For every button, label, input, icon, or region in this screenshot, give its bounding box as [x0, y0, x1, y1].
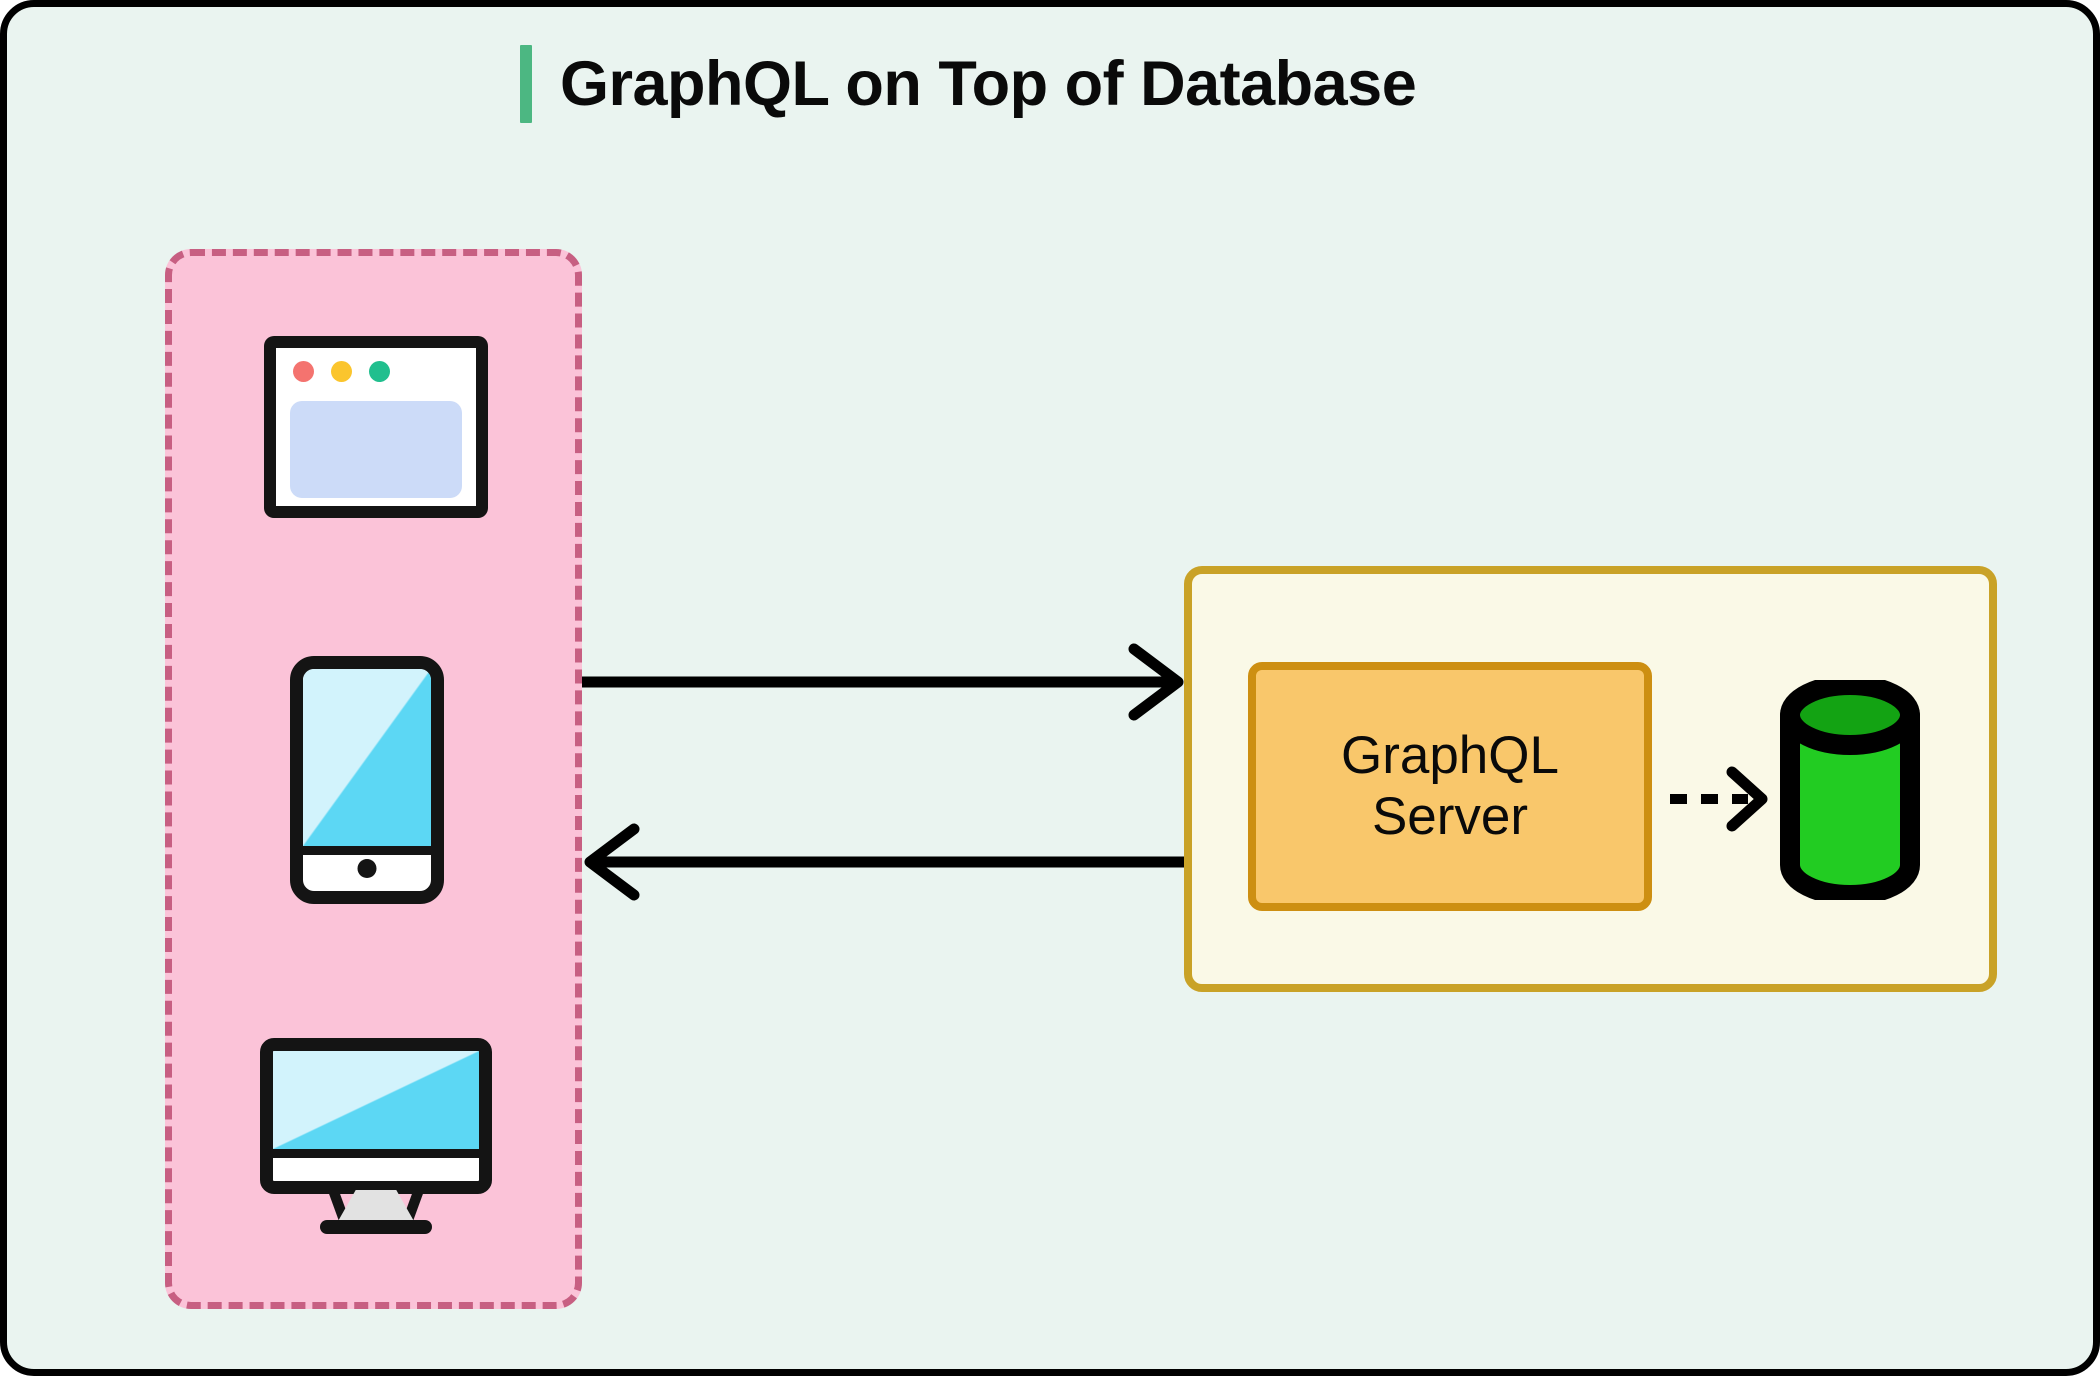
close-dot-icon: [293, 361, 314, 382]
page-title: GraphQL on Top of Database: [520, 45, 1417, 123]
title-text: GraphQL on Top of Database: [560, 48, 1417, 119]
browser-viewport: [290, 401, 462, 498]
mobile-phone-icon: [290, 656, 444, 904]
monitor-stand: [337, 1190, 415, 1223]
graphql-server-panel: GraphQL Server: [1184, 566, 1997, 992]
title-accent-bar: [520, 45, 532, 123]
client-group-container: [165, 249, 582, 1309]
monitor-screen: [273, 1051, 479, 1158]
desktop-monitor-icon: [260, 1038, 492, 1234]
response-arrow: [584, 823, 1187, 901]
database-cylinder-icon: [1780, 680, 1920, 900]
graphql-server-box: GraphQL Server: [1248, 662, 1652, 911]
browser-window-icon: [264, 336, 488, 518]
graphql-server-label: GraphQL Server: [1340, 726, 1559, 846]
phone-screen: [303, 669, 431, 855]
maximize-dot-icon: [369, 361, 390, 382]
browser-traffic-lights: [293, 361, 390, 382]
monitor-body: [260, 1038, 492, 1194]
server-to-database-arrow: [1670, 766, 1768, 832]
monitor-base: [320, 1220, 432, 1234]
phone-home-button-icon: [357, 859, 377, 878]
minimize-dot-icon: [331, 361, 352, 382]
request-arrow: [582, 643, 1184, 721]
